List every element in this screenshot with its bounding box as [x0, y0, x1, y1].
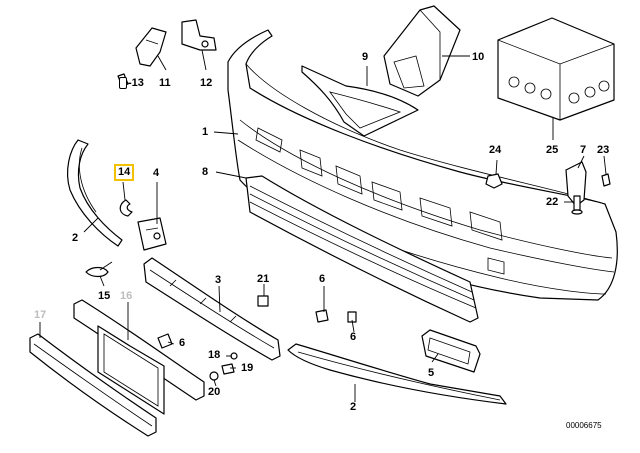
callout-25[interactable]: 25	[546, 144, 559, 156]
callout-12[interactable]: 12	[200, 77, 213, 89]
callout-22[interactable]: 22	[546, 196, 559, 208]
callout-10[interactable]: 10	[472, 51, 485, 63]
callout-2-left[interactable]: 2	[72, 232, 79, 244]
nut-part-24[interactable]	[485, 173, 503, 189]
callout-23[interactable]: 23	[597, 144, 610, 156]
callout-6-middle[interactable]: 6	[319, 273, 326, 285]
bracket-part-4[interactable]	[137, 217, 167, 251]
leader-lines	[39, 49, 607, 402]
callout-6-right[interactable]: 6	[350, 331, 357, 343]
fog-cover-part-5[interactable]	[421, 329, 481, 373]
callout-11[interactable]: 11	[159, 77, 171, 89]
clip-icon-13	[119, 77, 127, 89]
screw-part-6-left[interactable]	[157, 333, 173, 349]
callout-7[interactable]: 7	[580, 144, 587, 156]
screw-part-6-right[interactable]	[347, 311, 357, 323]
screw-part-19[interactable]	[221, 363, 235, 375]
grommet-part-20[interactable]	[209, 371, 219, 381]
callout-13[interactable]: -13	[128, 77, 144, 89]
callout-21[interactable]: 21	[257, 273, 270, 285]
foam-box-part-25[interactable]	[497, 17, 615, 121]
impact-absorber-part-3[interactable]	[143, 257, 281, 361]
callout-15[interactable]: 15	[98, 290, 111, 302]
callout-20[interactable]: 20	[208, 386, 221, 398]
bracket-part-12[interactable]	[181, 19, 217, 51]
clip-part-14[interactable]	[119, 199, 133, 217]
screw-part-23[interactable]	[601, 173, 611, 187]
callout-4[interactable]: 4	[153, 167, 160, 179]
trim-strip-left-part-2[interactable]	[66, 139, 123, 247]
license-plate-base-part-16[interactable]	[73, 299, 205, 415]
callout-14-highlighted[interactable]: 14	[114, 164, 135, 181]
callout-24[interactable]: 24	[489, 144, 502, 156]
callout-2-bottom[interactable]: 2	[350, 401, 357, 413]
trim-strip-lower-part-2[interactable]	[287, 343, 507, 405]
cable-tie-part-15[interactable]	[85, 261, 113, 278]
callout-1[interactable]: 1	[202, 126, 209, 138]
screw-part-6-middle[interactable]	[315, 309, 329, 323]
air-duct-part-9[interactable]	[301, 65, 419, 137]
air-duct-part-10[interactable]	[383, 5, 461, 97]
callout-19[interactable]: 19	[241, 362, 254, 374]
bracket-part-17[interactable]	[29, 333, 157, 437]
callout-18[interactable]: 18	[208, 349, 221, 361]
screw-part-22[interactable]	[571, 195, 583, 215]
callout-9[interactable]: 9	[362, 51, 369, 63]
callout-3[interactable]: 3	[215, 274, 222, 286]
lower-grille-part-8[interactable]	[245, 175, 479, 323]
clip-part-21[interactable]	[257, 295, 269, 307]
bracket-part-7[interactable]	[565, 161, 587, 207]
callout-17[interactable]: 17	[34, 309, 47, 321]
callout-8[interactable]: 8	[202, 166, 209, 178]
callout-5[interactable]: 5	[428, 367, 435, 379]
bracket-part-11[interactable]	[135, 27, 167, 67]
callout-6-left[interactable]: 6	[179, 337, 186, 349]
diagram-id: 00006675	[566, 421, 602, 430]
callout-16[interactable]: 16	[120, 290, 133, 302]
